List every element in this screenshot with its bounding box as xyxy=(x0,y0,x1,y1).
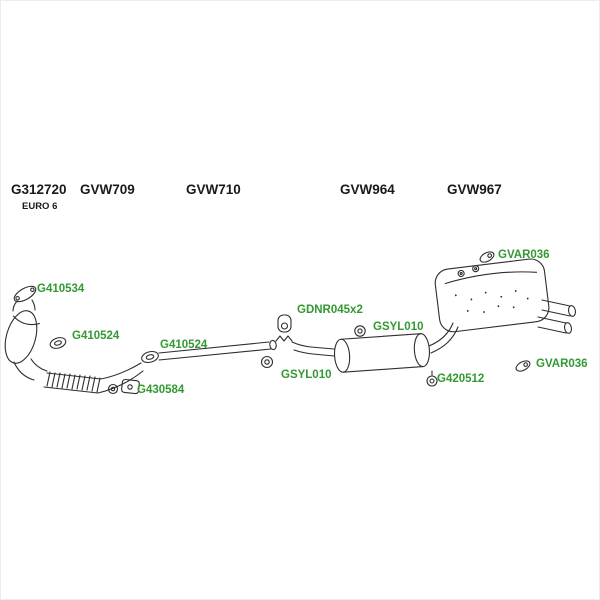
group-label-gvw967: GVW967 xyxy=(447,182,502,197)
rubber-ring-icon xyxy=(354,325,366,337)
clamp-icon xyxy=(426,370,438,387)
part-label-g430584[interactable]: G430584 xyxy=(137,384,185,396)
part-label-gvar036-b[interactable]: GVAR036 xyxy=(536,358,588,370)
tailpipe-drawing xyxy=(428,322,459,354)
part-label-gsyl010-b[interactable]: GSYL010 xyxy=(281,369,332,381)
group-label-gvw709: GVW709 xyxy=(80,182,135,197)
group-label-gvw964: GVW964 xyxy=(340,182,395,197)
rear-silencer-drawing xyxy=(434,258,577,334)
part-label-gdnr045x2[interactable]: GDNR045x2 xyxy=(297,304,363,316)
group-label-g312720: G312720 xyxy=(11,182,67,197)
part-label-g420512[interactable]: G420512 xyxy=(437,373,485,385)
flange-gasket-icon xyxy=(49,337,67,349)
part-label-g410524-b[interactable]: G410524 xyxy=(160,339,208,351)
part-label-g410524-a[interactable]: G410524 xyxy=(72,330,120,342)
part-label-gsyl010-a[interactable]: GSYL010 xyxy=(373,321,424,333)
hanger-hook-icon xyxy=(515,360,531,372)
front-pipe-drawing xyxy=(158,335,335,361)
group-label-gvw710: GVW710 xyxy=(186,182,241,197)
hanger-hook-icon xyxy=(479,251,495,263)
rubber-ring-icon xyxy=(260,355,274,369)
muffler-drawing xyxy=(333,333,431,373)
flange-gasket-icon xyxy=(141,350,159,364)
part-label-gvar036-a[interactable]: GVAR036 xyxy=(498,249,550,261)
catalytic-converter-drawing xyxy=(4,285,48,381)
hanger-bracket-icon xyxy=(107,378,140,395)
part-label-g410534[interactable]: G410534 xyxy=(37,283,85,295)
group-sublabel-euro6: EURO 6 xyxy=(22,201,58,212)
flex-pipe-drawing xyxy=(43,362,144,394)
rubber-mount-icon xyxy=(277,314,292,333)
